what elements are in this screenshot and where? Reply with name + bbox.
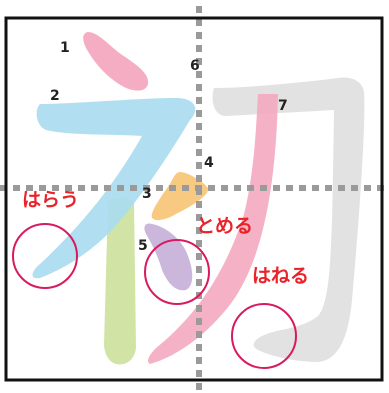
stroke-number-1: 1 [60, 40, 70, 56]
stroke-number-3: 3 [142, 186, 152, 202]
stroke-6-shape [148, 94, 278, 364]
annotation-tomeru: とめる [196, 215, 253, 237]
stroke-number-4: 4 [204, 155, 214, 171]
stroke-number-2: 2 [50, 88, 60, 104]
stroke-1-shape [83, 32, 149, 91]
stroke-2-shape [32, 98, 196, 279]
annotation-haneru: はねる [252, 265, 309, 287]
board-frame [4, 16, 384, 382]
stroke-4-shape [151, 172, 209, 221]
haneru-highlight-circle [231, 303, 297, 369]
stroke-number-6: 6 [190, 58, 200, 74]
tomeru-highlight-circle [144, 239, 210, 305]
stroke-3-shape [104, 197, 136, 365]
stroke-7-shape [212, 77, 365, 362]
stroke-number-7: 7 [278, 98, 288, 114]
stroke-number-5: 5 [138, 238, 148, 254]
harau-highlight-circle [12, 223, 78, 289]
annotation-harau: はらう [22, 189, 79, 211]
stroke-5-shape [144, 223, 193, 291]
